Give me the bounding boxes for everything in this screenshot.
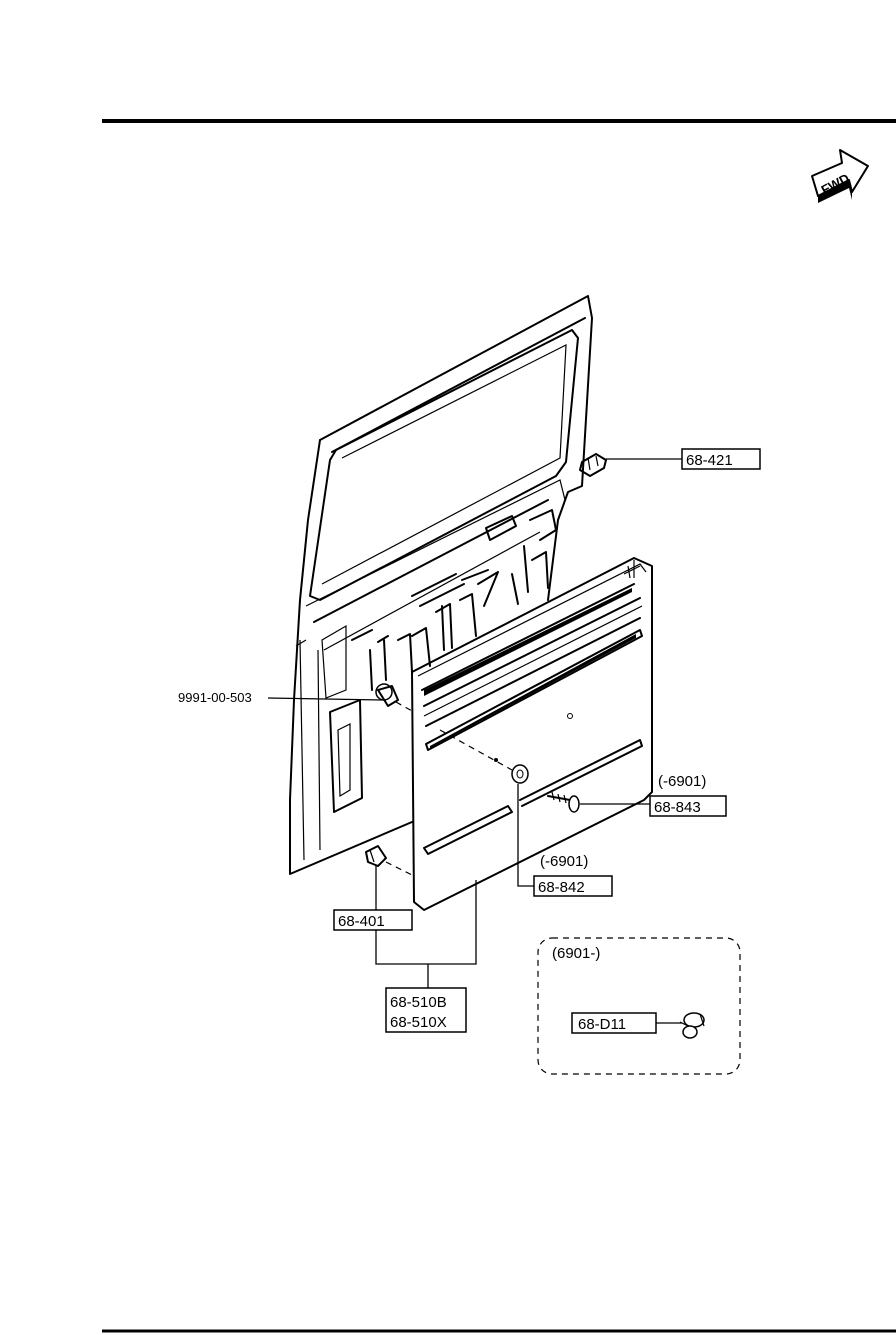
dashed-68-842 [439,729,513,771]
clip-68-401-icon [365,845,387,867]
bracket-68-510 [375,880,477,988]
fastener-9991-icon [375,683,399,707]
fwd-arrow-icon: FWD [811,149,869,203]
dashed-9991 [395,701,415,713]
label-box-68-401 [333,909,413,931]
part-label-68-510x: 68-510X [390,1014,447,1031]
part-label-6901-a: (-6901) [658,773,706,790]
part-label-68-843: 68-843 [654,799,701,816]
callout-6901-box [537,937,741,1075]
label-box-68-843 [649,795,727,817]
part-label-6901-c: (6901-) [552,945,600,962]
label-box-68-421 [681,448,761,470]
grommet-68-842-icon [511,764,529,784]
leader-9991 [267,697,383,701]
trim-panel [411,557,653,911]
part-label-9991: 9991-00-503 [178,690,252,705]
part-label-6901-b: (-6901) [540,853,588,870]
clip-68-d11-icon [679,1012,705,1039]
part-label-68-401: 68-401 [338,913,385,930]
label-box-68-842 [533,875,613,897]
leader-68-842 [517,784,534,887]
part-label-68-421: 68-421 [686,452,733,469]
part-label-68-842: 68-842 [538,879,585,896]
label-box-68-510 [385,987,467,1033]
dashed-68-401 [385,861,415,877]
screw-68-843-icon [547,791,580,813]
part-label-68-510b: 68-510B [390,994,447,1011]
part-label-68-d11: 68-D11 [578,1016,626,1033]
clip-68-421-icon [579,453,607,477]
door-frame [289,295,593,875]
